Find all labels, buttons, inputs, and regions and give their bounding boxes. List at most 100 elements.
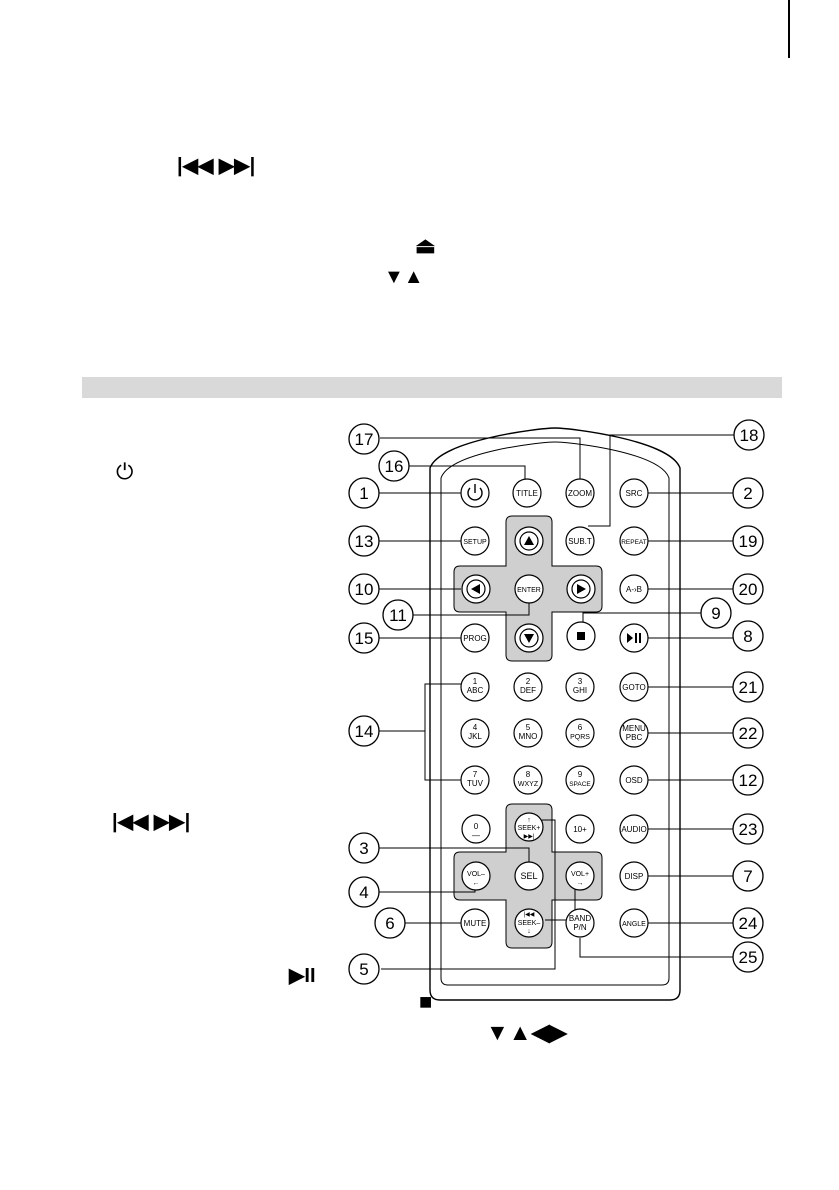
seek-minus-button[interactable] [514, 908, 544, 938]
callout-23 [732, 813, 764, 845]
repeat-label: REPEAT [621, 539, 647, 546]
header-rule [788, 0, 790, 58]
power-icon: ⏻ [116, 459, 134, 484]
disp-button[interactable] [619, 861, 649, 891]
menu-pbc-button[interactable] [619, 718, 649, 748]
seek-plus-up-icon: ↑ [527, 817, 531, 824]
key-1-button[interactable] [460, 672, 490, 702]
callout-13 [348, 525, 380, 557]
callout-23-label: 23 [739, 820, 758, 839]
band-pn-button[interactable] [565, 908, 595, 938]
seek-plus-label: SEEK+ [518, 825, 541, 832]
key-6-button[interactable] [565, 718, 595, 748]
key-8-number: 8 [526, 770, 531, 779]
key-9-button[interactable] [565, 765, 595, 795]
right-button[interactable] [566, 574, 596, 604]
vol-minus-label: VOL– [467, 871, 485, 878]
ab-label: A-›B [626, 585, 642, 594]
key-4-number: 4 [473, 723, 478, 732]
setup-button[interactable] [460, 526, 490, 556]
key-0-button[interactable] [461, 814, 491, 844]
key-5-button[interactable] [513, 718, 543, 748]
play-pause-button[interactable] [619, 623, 649, 653]
stop-button[interactable] [566, 621, 596, 651]
left-button[interactable] [461, 574, 491, 604]
seek-minus-down-icon: ↓ [527, 928, 531, 935]
eject-icon: ⏏ [415, 233, 436, 258]
zoom-button[interactable] [565, 478, 595, 508]
menu-label: MENU [622, 724, 646, 733]
pn-label: P/N [573, 923, 587, 932]
up-button[interactable] [514, 526, 544, 556]
key-4-button[interactable] [460, 718, 490, 748]
callout-24-label: 24 [739, 914, 758, 933]
callout-25 [732, 941, 764, 973]
subt-button[interactable] [565, 526, 595, 556]
goto-button[interactable] [619, 672, 649, 702]
callout-22 [732, 717, 764, 749]
prog-button[interactable] [460, 623, 490, 653]
zoom-label: ZOOM [568, 489, 592, 498]
callout-19 [732, 525, 764, 557]
ten-plus-button[interactable] [565, 814, 595, 844]
key-8-button[interactable] [513, 765, 543, 795]
remote-inner-outline [440, 441, 670, 986]
seek-plus-button[interactable] [514, 812, 544, 842]
goto-label: GOTO [622, 683, 645, 692]
callout-8 [732, 620, 764, 652]
callout-18-label: 18 [740, 426, 759, 445]
power-button[interactable] [460, 478, 490, 508]
title-button[interactable] [512, 478, 542, 508]
key-6-letters: PQRS [570, 734, 590, 741]
key-3-letters: GHI [573, 686, 587, 695]
callout-7 [732, 860, 764, 892]
disp-label: DISP [625, 872, 644, 881]
callout-6 [374, 907, 406, 939]
setup-label: SETUP [463, 539, 487, 546]
callout-22-label: 22 [739, 724, 758, 743]
angle-label: ANGLE [622, 921, 646, 928]
callout-24 [732, 907, 764, 939]
enter-button[interactable] [514, 574, 544, 604]
ab-button[interactable] [619, 574, 649, 604]
audio-label: AUDIO [621, 825, 646, 834]
prev-next-icon-2: |◀◀ ▶▶| [112, 811, 191, 833]
key-2-button[interactable] [513, 672, 543, 702]
angle-button[interactable] [619, 908, 649, 938]
callout-19-label: 19 [739, 532, 758, 551]
mute-button[interactable] [460, 908, 490, 938]
seek-minus-label: SEEK– [518, 920, 541, 927]
key-5-letters: MNO [519, 732, 538, 741]
key-3-number: 3 [578, 677, 583, 686]
audio-button[interactable] [619, 814, 649, 844]
seek-plus-next-icon: ▶▶| [524, 834, 535, 840]
callout-25-label: 25 [739, 948, 758, 967]
callout-9 [700, 597, 732, 629]
callout-circles [348, 419, 765, 985]
key-1-number: 1 [473, 677, 478, 686]
key-3-button[interactable] [565, 672, 595, 702]
osd-label: OSD [625, 776, 643, 785]
sel-button[interactable] [514, 861, 544, 891]
vol-plus-label: VOL+ [571, 871, 589, 878]
pbc-label: PBC [626, 733, 643, 742]
osd-button[interactable] [619, 765, 649, 795]
callout-4-label: 4 [359, 883, 368, 902]
callout-5-label: 5 [359, 960, 368, 979]
vol-plus-button[interactable] [565, 861, 595, 891]
key-8-letters: WXYZ [518, 781, 539, 788]
callout-14 [348, 715, 380, 747]
band-label: BAND [569, 914, 591, 923]
vol-minus-button[interactable] [461, 861, 491, 891]
subt-label: SUB.T [568, 537, 592, 546]
stop-icon: ■ [419, 989, 433, 1014]
vol-plus-right-icon: → [577, 880, 584, 887]
down-button[interactable] [514, 623, 544, 653]
callout-14-label: 14 [355, 722, 374, 741]
src-button[interactable] [619, 478, 649, 508]
repeat-button[interactable] [619, 526, 649, 556]
prev-next-icon: |◀◀ ▶▶| [177, 155, 256, 177]
key-7-button[interactable] [460, 765, 490, 795]
callout-10-label: 10 [355, 580, 374, 599]
